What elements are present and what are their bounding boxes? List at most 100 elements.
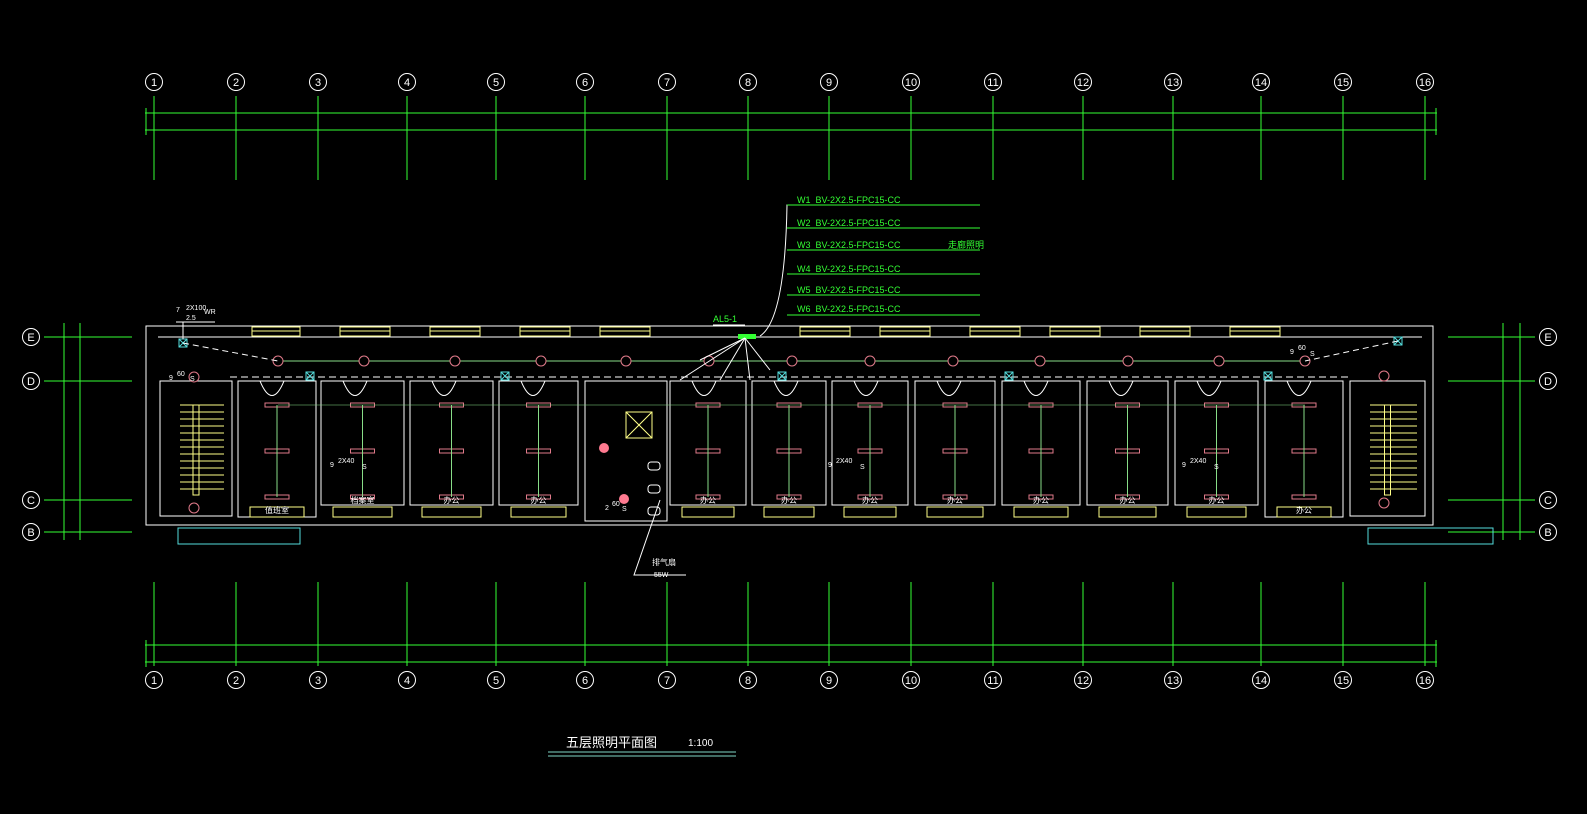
exit-sign (1263, 371, 1273, 381)
room-fixture-note-1: 9 2X40 S (330, 458, 367, 471)
emergency-wire (182, 342, 279, 362)
ceiling-light (1122, 355, 1134, 367)
axis-bubble (22, 372, 40, 390)
axis-bubble (1334, 73, 1352, 91)
axis-bubble (658, 671, 676, 689)
ceiling-light (535, 355, 547, 367)
axis-bubble (1539, 372, 1557, 390)
stair-light (188, 371, 200, 383)
axis-label: B (1544, 527, 1551, 539)
axis-label: 3 (315, 77, 321, 89)
exhaust-fan-note: 排气扇 55W (652, 557, 676, 579)
exit-sign-x (500, 371, 510, 381)
axis-bubble (576, 671, 594, 689)
outer-wall (145, 325, 1434, 526)
window (763, 506, 815, 518)
room-wall (498, 380, 579, 506)
axis-label: C (1544, 495, 1552, 507)
feeder-leader (759, 204, 980, 337)
ceiling-light (786, 355, 798, 367)
room-wall (751, 380, 827, 506)
axis-bubble (309, 671, 327, 689)
door-swing (431, 380, 457, 396)
axis-label: 16 (1419, 675, 1431, 687)
toilet-fixture (647, 484, 661, 494)
svg-text:WR: WR (204, 309, 216, 316)
home-run (699, 337, 746, 361)
svg-text:S: S (190, 376, 195, 383)
emergency-wire (1304, 340, 1399, 362)
axis-bubble (1539, 523, 1557, 541)
axis-bubble (22, 523, 40, 541)
room-label: 值班室 (265, 505, 289, 515)
axis-label: E (27, 332, 34, 344)
drawing-scale: 1:100 (688, 738, 713, 749)
home-run (719, 337, 746, 381)
room-fixture-note-3: 9 2X40 S (1182, 458, 1219, 471)
window (1013, 506, 1069, 518)
room-wall (1174, 380, 1259, 506)
door-swing (691, 380, 717, 396)
service-core (584, 380, 668, 522)
window (1276, 506, 1332, 518)
svg-text:S: S (622, 506, 627, 513)
stair-handrail (192, 404, 200, 496)
axis-label: 4 (404, 675, 410, 687)
elevator-x (625, 411, 653, 439)
room-wall (831, 380, 909, 506)
axis-bubble (227, 73, 245, 91)
exit-sign-x (1263, 371, 1273, 381)
axis-bubble (1252, 73, 1270, 91)
svg-text:2: 2 (605, 505, 609, 512)
axis-label: 14 (1255, 77, 1267, 89)
door-swing (520, 380, 546, 396)
room-wall (320, 380, 405, 506)
window (681, 506, 735, 518)
wiring (176, 204, 1403, 576)
room-labels: 值班室档案室办公办公办公办公办公办公办公办公办公办公 (265, 495, 1312, 515)
drawing-title: 五层照明平面图 (566, 735, 657, 750)
window (249, 506, 305, 518)
w3-note: 走廊照明 (948, 239, 984, 250)
ceiling-light (272, 355, 284, 367)
axis-bubble (1539, 491, 1557, 509)
room-label: 办公 (700, 495, 716, 505)
ceiling-light (1213, 355, 1225, 367)
axis-label: 1 (151, 675, 157, 687)
axis-label: 12 (1077, 675, 1089, 687)
canopy (1367, 527, 1494, 545)
axis-bubble (984, 73, 1002, 91)
room-label: 办公 (1120, 495, 1136, 505)
ceiling-light (449, 355, 461, 367)
room-fixture-note-2: 9 2X40 S (828, 458, 865, 471)
axis-label: 13 (1167, 77, 1179, 89)
axis-bubble (398, 73, 416, 91)
svg-text:2X40: 2X40 (836, 458, 852, 465)
stair-light (188, 502, 200, 514)
exit-sign (305, 371, 315, 381)
room-label: 办公 (862, 495, 878, 505)
axis-label: 10 (905, 77, 917, 89)
ceiling-light (358, 355, 370, 367)
axis-label: 14 (1255, 675, 1267, 687)
home-run (744, 337, 751, 381)
axis-label: 10 (905, 675, 917, 687)
exit-sign (777, 371, 787, 381)
axis-label: 7 (664, 675, 670, 687)
door-swing (1108, 380, 1134, 396)
axis-label: 5 (493, 77, 499, 89)
stair-handrail (1384, 404, 1391, 496)
axis-bubble (22, 491, 40, 509)
room-wall (914, 380, 996, 506)
svg-text:S: S (1214, 464, 1219, 471)
svg-text:S: S (1310, 351, 1315, 358)
room-wall (409, 380, 494, 506)
svg-text:S: S (860, 464, 865, 471)
axis-bubble (576, 73, 594, 91)
door-swing (342, 380, 368, 396)
axis-bubble (1252, 671, 1270, 689)
window (421, 506, 482, 518)
